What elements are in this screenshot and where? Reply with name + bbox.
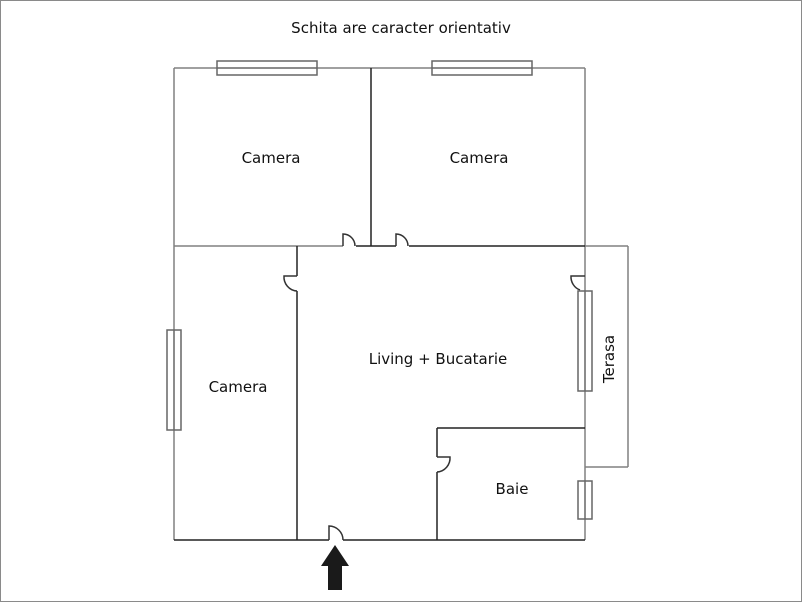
- inner-walls: [174, 68, 585, 541]
- door-arc-icon: [328, 525, 344, 541]
- room-label-terasa: Terasa: [600, 334, 618, 384]
- doors: [283, 233, 585, 541]
- entrance-arrow-icon: [321, 545, 349, 590]
- door-arc-icon: [283, 275, 298, 292]
- door-arc-icon: [342, 233, 356, 247]
- outer-walls: [173, 67, 629, 540]
- windows: [166, 60, 593, 520]
- door-arc-icon: [570, 275, 585, 291]
- room-label-camera-left: Camera: [208, 378, 268, 396]
- room-label-baie: Baie: [495, 480, 529, 498]
- plan-title: Schita are caracter orientativ: [291, 19, 511, 37]
- room-label-living-bucatarie: Living + Bucatarie: [368, 350, 508, 368]
- door-arc-icon: [436, 456, 451, 473]
- room-label-camera-top-left: Camera: [241, 149, 301, 167]
- room-label-camera-top-right: Camera: [449, 149, 509, 167]
- door-arc-icon: [395, 233, 409, 247]
